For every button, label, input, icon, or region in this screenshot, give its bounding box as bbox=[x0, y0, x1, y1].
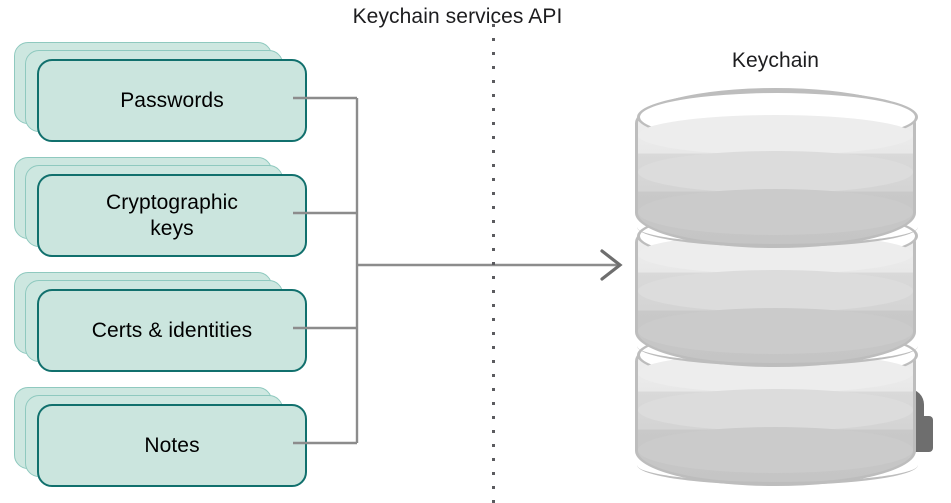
segment-band-mid bbox=[638, 270, 913, 312]
boundary-divider bbox=[492, 24, 495, 503]
keychain-segment-1[interactable] bbox=[635, 88, 918, 248]
item-stack-passwords[interactable]: Passwords bbox=[14, 42, 307, 142]
api-title-text: Keychain services API bbox=[352, 5, 563, 28]
card-front-layer[interactable]: Certs & identities bbox=[37, 289, 307, 372]
item-stack-certs-identities[interactable]: Certs & identities bbox=[14, 272, 307, 372]
item-stack-cryptographic-keys[interactable]: Cryptographic keys bbox=[14, 157, 307, 257]
item-stack-notes[interactable]: Notes bbox=[14, 387, 307, 487]
item-label: Notes bbox=[144, 433, 200, 457]
item-label: Cryptographic keys bbox=[105, 191, 239, 240]
card-front-layer[interactable]: Cryptographic keys bbox=[37, 174, 307, 257]
segment-base bbox=[637, 326, 918, 366]
segment-band-mid bbox=[638, 389, 913, 431]
segment-base bbox=[637, 445, 918, 485]
arrow-head-icon bbox=[600, 249, 623, 281]
item-label: Passwords bbox=[120, 88, 224, 112]
card-front-layer[interactable]: Notes bbox=[37, 404, 307, 487]
api-title: Keychain services API bbox=[0, 5, 951, 29]
segment-band-mid bbox=[638, 151, 913, 193]
segment-band-light bbox=[638, 115, 913, 155]
segment-base bbox=[637, 207, 918, 247]
item-label: Certs & identities bbox=[91, 318, 253, 342]
keychain-title: Keychain bbox=[731, 49, 820, 72]
card-front-layer[interactable]: Passwords bbox=[37, 59, 307, 142]
